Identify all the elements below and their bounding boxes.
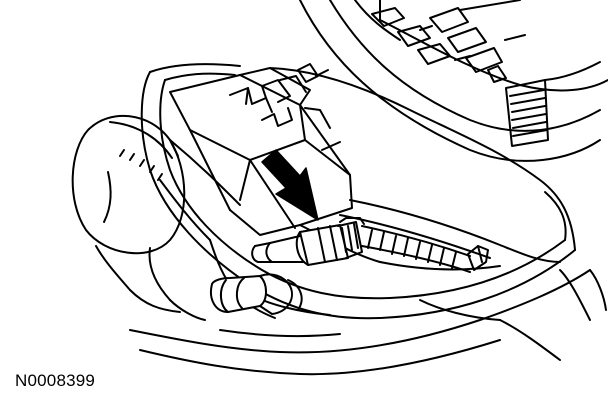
dashboard-panel bbox=[299, 0, 608, 162]
module-box bbox=[169, 63, 353, 236]
console-bezel bbox=[140, 63, 576, 320]
figure-reference-code: N0008399 bbox=[15, 371, 96, 390]
lower-trim bbox=[129, 269, 607, 376]
connector-harness bbox=[251, 217, 489, 273]
shift-knob bbox=[71, 114, 206, 321]
callout-arrow bbox=[261, 149, 319, 221]
lighter-knob bbox=[210, 273, 303, 315]
